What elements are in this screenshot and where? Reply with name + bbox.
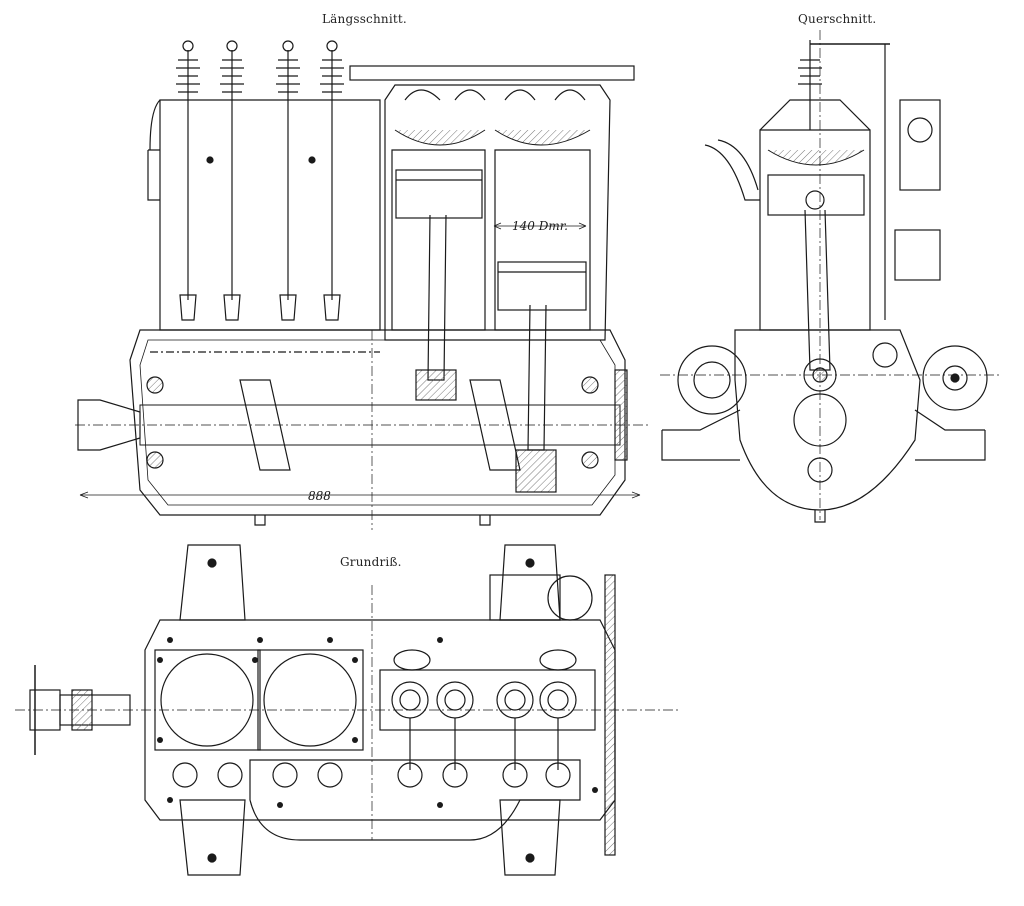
magneto bbox=[677, 345, 747, 415]
longitudinal-section-title: Längsschnitt. bbox=[322, 12, 407, 26]
bore-dimension-label: 140 Dmr. bbox=[512, 219, 568, 233]
exhaust-manifold bbox=[249, 759, 581, 841]
cross-connecting-rod bbox=[804, 209, 831, 371]
longitudinal-section bbox=[75, 40, 650, 530]
cross-section-title: Querschnitt. bbox=[798, 12, 877, 26]
connecting-rod-4 bbox=[527, 304, 547, 451]
water-pump bbox=[922, 345, 988, 411]
cylinder-flange-1 bbox=[154, 649, 261, 751]
length-dimension-label: 888 bbox=[308, 489, 331, 503]
plan-view-title: Grundriß. bbox=[340, 555, 402, 569]
plan-view bbox=[15, 544, 680, 876]
piston-3 bbox=[395, 169, 483, 219]
cross-crankcase bbox=[734, 329, 921, 511]
stud-holes bbox=[157, 637, 598, 808]
crankcase bbox=[129, 329, 626, 516]
cylinder-flange-2 bbox=[257, 649, 364, 751]
connecting-rod-3 bbox=[427, 214, 447, 381]
carburettor bbox=[899, 99, 941, 191]
main-bearings bbox=[146, 376, 599, 469]
valve-springs bbox=[176, 40, 344, 321]
cross-piston bbox=[767, 174, 865, 216]
piston-4 bbox=[497, 261, 587, 311]
mounting-arm-bl bbox=[179, 799, 246, 876]
top-rail bbox=[349, 65, 635, 81]
mounting-arm-br bbox=[499, 799, 561, 876]
cross-section bbox=[660, 30, 1000, 523]
mounting-arm-tl bbox=[179, 544, 246, 621]
